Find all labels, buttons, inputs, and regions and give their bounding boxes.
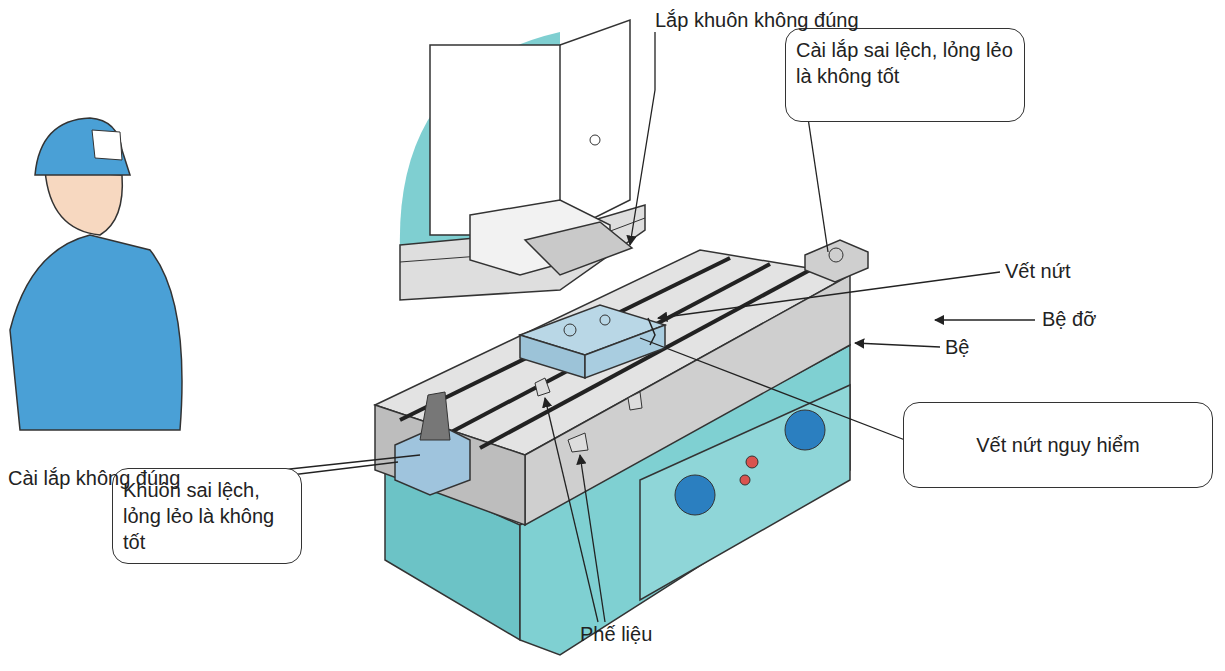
t-slot — [480, 270, 810, 448]
leader-line — [545, 398, 598, 622]
leader-line — [640, 338, 905, 440]
part-label: Phế liệu — [580, 622, 652, 646]
cap-badge — [92, 130, 122, 160]
part-label: Vết nứt — [1005, 259, 1071, 283]
worker-cap — [35, 118, 130, 175]
part-label: Bệ đỡ — [1042, 307, 1096, 331]
housing-screw — [590, 135, 600, 145]
scrap-piece — [628, 392, 642, 410]
die-hole — [600, 315, 610, 325]
part-label: Cài lắp không đúng — [8, 466, 180, 490]
leader-line — [808, 118, 828, 252]
leader-line — [855, 343, 940, 347]
scrap-piece — [568, 433, 588, 452]
control-button — [675, 475, 715, 515]
callout-box: Cài lắp sai lệch, lỏng lẻo là không tốt — [785, 28, 1025, 122]
t-slot — [440, 264, 770, 438]
upper-die-punch — [525, 222, 632, 275]
control-box — [640, 385, 850, 600]
bolster-end — [375, 405, 525, 525]
indicator-lamp — [746, 456, 758, 468]
scrap-piece — [535, 378, 550, 396]
callout-text: Cài lắp sai lệch, lỏng lẻo là không tốt — [796, 37, 1014, 89]
clamp-nut — [829, 248, 843, 262]
callout-text: Vết nứt nguy hiểm — [914, 432, 1202, 458]
callout-box: Vết nứt nguy hiểm — [903, 402, 1213, 488]
leader-line — [658, 272, 1000, 318]
worker-face — [45, 170, 122, 235]
part-label: Bệ — [945, 335, 969, 359]
part-label: Lắp khuôn không đúng — [655, 8, 859, 32]
leader-line — [935, 319, 1035, 320]
indicator-lamp — [740, 475, 750, 485]
right-clamp — [805, 240, 868, 282]
die-hole — [564, 324, 576, 336]
clamp-bolt — [420, 392, 450, 440]
worker-body — [10, 235, 182, 430]
leader-line — [630, 32, 655, 245]
leader-line — [580, 455, 605, 622]
control-button — [785, 410, 825, 450]
lower-die-side — [520, 335, 585, 378]
lower-die-front — [585, 325, 665, 378]
press-housing — [430, 20, 630, 235]
